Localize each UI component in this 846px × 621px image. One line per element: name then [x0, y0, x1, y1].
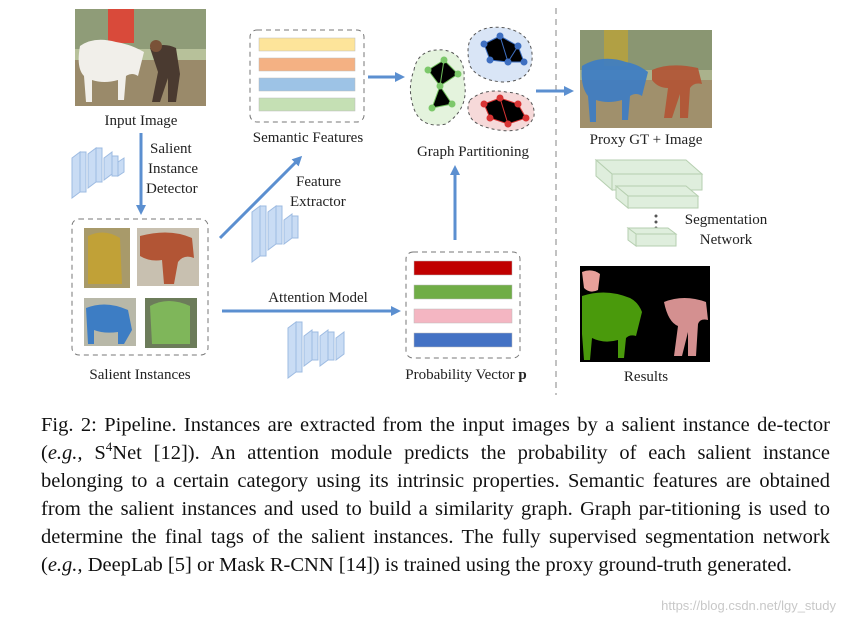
pipeline-diagram: Input Image Salient Instance Detector Sa…	[71, 8, 768, 395]
probability-bar-2	[413, 284, 513, 300]
input-image	[75, 9, 206, 106]
segmentation-network-label: Segmentation Network	[685, 212, 768, 248]
svg-text:Segmentation: Segmentation	[685, 212, 768, 228]
svg-text:Extractor: Extractor	[290, 194, 346, 210]
attention-network-icon	[287, 321, 345, 379]
probability-bar-4	[413, 332, 513, 348]
probability-vector-box	[405, 251, 521, 359]
semantic-features-label: Semantic Features	[253, 130, 364, 146]
proxy-gt-image	[580, 30, 712, 128]
feature-extractor-arrow	[218, 155, 303, 240]
salient-instances-box	[71, 218, 209, 356]
svg-text:Network: Network	[700, 232, 753, 248]
results-label: Results	[624, 369, 668, 385]
segmentation-network-icon	[594, 158, 704, 247]
salient-instance-detector-label: Salient Instance Detector	[146, 141, 198, 197]
instance-thumb-2	[137, 228, 199, 286]
salient-instances-label: Salient Instances	[89, 367, 190, 383]
feature-extractor-label: Feature Extractor	[290, 174, 346, 210]
instance-thumb-3	[84, 298, 136, 346]
semantic-feature-bar-2	[258, 57, 356, 72]
figure-caption: Fig. 2: Pipeline. Instances are extracte…	[41, 414, 831, 576]
semantic-features-box	[249, 29, 365, 123]
results-mask	[580, 266, 710, 362]
probability-vector-label: Probability Vector p	[405, 367, 526, 383]
svg-text:Salient: Salient	[150, 141, 192, 157]
semantic-feature-bars	[258, 37, 356, 112]
svg-text:Feature: Feature	[296, 174, 341, 190]
detector-network-icon	[71, 147, 125, 199]
watermark: https://blog.csdn.net/lgy_study	[661, 598, 836, 613]
graph-partitioning-label: Graph Partitioning	[417, 144, 530, 160]
input-image-label: Input Image	[105, 113, 178, 129]
probability-vector-bars	[413, 260, 513, 348]
probability-bar-1	[413, 260, 513, 276]
semantic-feature-bar-1	[258, 37, 356, 52]
probability-bar-3	[413, 308, 513, 324]
attention-model-label: Attention Model	[268, 290, 368, 306]
feature-extractor-network-icon	[251, 205, 299, 263]
proxy-gt-image-label: Proxy GT + Image	[590, 132, 703, 148]
semantic-feature-bar-4	[258, 97, 356, 112]
svg-text:Detector: Detector	[146, 181, 198, 197]
instance-thumb-1	[84, 228, 130, 288]
semantic-feature-bar-3	[258, 77, 356, 92]
svg-text:Instance: Instance	[148, 161, 198, 177]
graph-partition-clusters	[409, 26, 535, 132]
instance-thumb-4	[145, 298, 197, 348]
